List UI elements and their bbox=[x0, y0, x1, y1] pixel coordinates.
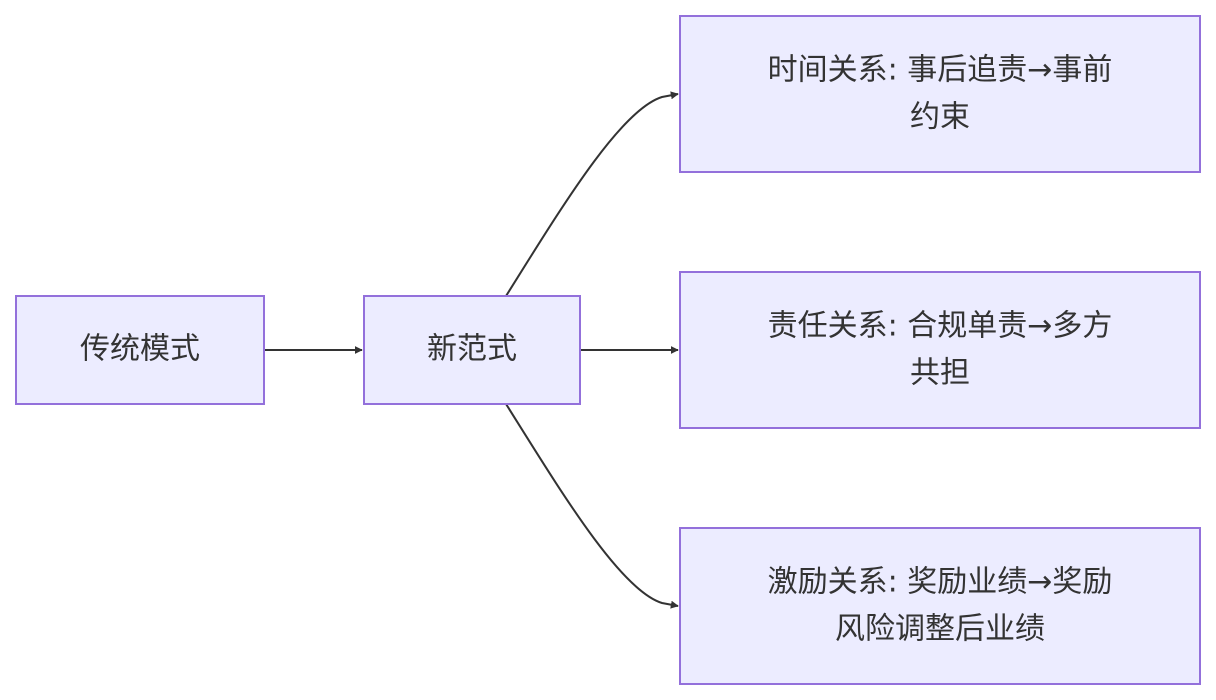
node-traditional[interactable]: 传统模式 bbox=[15, 295, 265, 405]
node-new-paradigm-label: 新范式 bbox=[427, 332, 517, 367]
node-incentive-relation-line2: 风险调整后业绩 bbox=[835, 612, 1045, 647]
node-responsibility-relation-line1: 责任关系: 合规单责→多方 bbox=[768, 309, 1113, 344]
edge-new-paradigm-to-incentive bbox=[505, 403, 679, 609]
node-traditional-label: 传统模式 bbox=[80, 332, 200, 367]
node-new-paradigm[interactable]: 新范式 bbox=[363, 295, 581, 405]
node-time-relation-line1: 时间关系: 事后追责→事前 bbox=[768, 53, 1113, 88]
node-responsibility-relation-line2: 共担 bbox=[910, 356, 970, 391]
node-time-relation[interactable]: 时间关系: 事后追责→事前 约束 bbox=[679, 15, 1201, 173]
node-incentive-relation-line1: 激励关系: 奖励业绩→奖励 bbox=[768, 565, 1113, 600]
node-incentive-relation[interactable]: 激励关系: 奖励业绩→奖励 风险调整后业绩 bbox=[679, 527, 1201, 685]
edges bbox=[264, 91, 679, 609]
node-responsibility-relation[interactable]: 责任关系: 合规单责→多方 共担 bbox=[679, 271, 1201, 429]
node-time-relation-line2: 约束 bbox=[910, 100, 970, 135]
edge-new-paradigm-to-time bbox=[505, 91, 679, 297]
